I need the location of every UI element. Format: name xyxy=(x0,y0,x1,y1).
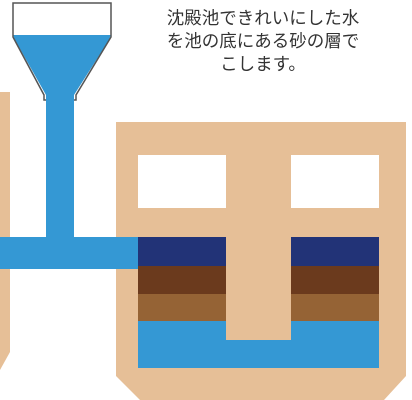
left-tank-partial xyxy=(0,92,10,370)
caption-line-3: こします。 xyxy=(220,55,306,75)
gravel-layer-right xyxy=(291,237,379,266)
tank-window-right xyxy=(291,155,379,208)
vertical-pipe xyxy=(46,97,74,237)
caption-line-2: を池の底にある砂の層で xyxy=(166,32,360,52)
caption: 沈殿池できれいにした水 を池の底にある砂の層で こします。 xyxy=(132,8,394,77)
sand-layer-light-right xyxy=(291,294,379,321)
funnel-water xyxy=(13,35,111,97)
sand-layer-dark-right xyxy=(291,266,379,294)
funnel-outline xyxy=(12,2,112,101)
sand-layer-dark-left xyxy=(138,266,226,294)
water-channel xyxy=(138,321,379,368)
horizontal-pipe xyxy=(0,237,138,269)
sand-layer-light-left xyxy=(138,294,226,321)
gravel-layer-left xyxy=(138,237,226,266)
tank-window-left xyxy=(138,155,226,208)
caption-line-1: 沈殿池できれいにした水 xyxy=(166,9,360,29)
